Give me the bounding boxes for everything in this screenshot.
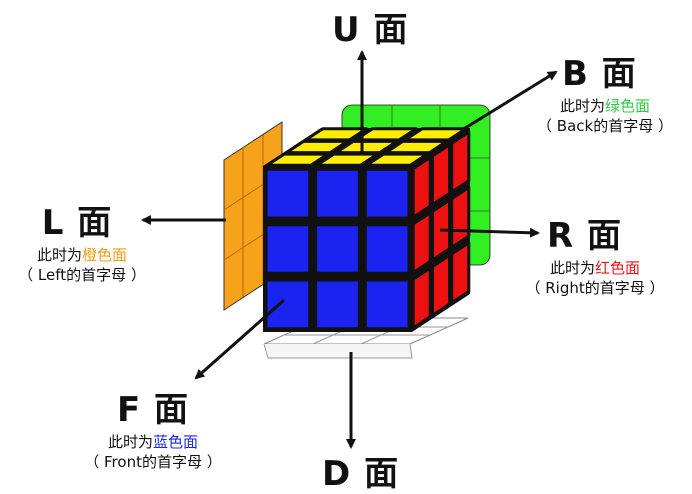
- label-b: B 面 此时为绿色面 （ Back的首字母 ）: [520, 56, 690, 136]
- right-sticker: [431, 253, 451, 317]
- b-face-word: 面: [601, 54, 637, 94]
- r-sub: （ Right的首字母 ）: [525, 279, 665, 297]
- f-prefix: 此时为: [107, 433, 153, 451]
- b-sub: （ Back的首字母 ）: [537, 117, 673, 135]
- arrow-front: [194, 298, 285, 380]
- d-letter: D: [322, 454, 352, 494]
- label-f: F 面 此时为蓝色面 （ Front的首字母 ）: [58, 392, 248, 472]
- d-face-word: 面: [364, 454, 400, 494]
- f-letter: F: [116, 390, 142, 430]
- arrow-back: [461, 70, 558, 132]
- label-d: D 面: [322, 456, 399, 492]
- front-sticker: [314, 278, 361, 331]
- r-letter: R: [547, 216, 575, 256]
- u-face-word: 面: [373, 10, 409, 50]
- f-face-word: 面: [154, 390, 190, 430]
- b-prefix: 此时为: [559, 97, 605, 115]
- front-sticker: [264, 223, 312, 275]
- label-r: R 面 此时为红色面 （ Right的首字母 ）: [505, 218, 685, 298]
- l-prefix: 此时为: [36, 246, 82, 264]
- label-l: L 面 此时为橙色面 （ Left的首字母 ）: [2, 205, 162, 285]
- front-sticker: [363, 167, 411, 220]
- r-color-name: 红色面: [595, 259, 641, 277]
- right-sticker: [411, 211, 432, 275]
- front-sticker: [314, 223, 361, 275]
- right-sticker: [431, 143, 451, 207]
- front-sticker: [264, 167, 312, 220]
- right-sticker: [411, 266, 432, 330]
- l-face-word: 面: [77, 203, 113, 243]
- l-color-name: 橙色面: [82, 246, 128, 264]
- l-sub: （ Left的首字母 ）: [18, 266, 146, 284]
- label-u: U 面: [332, 12, 408, 48]
- right-sticker: [450, 185, 471, 249]
- right-sticker: [450, 130, 471, 194]
- up-sticker: [304, 127, 368, 142]
- front-face-blue: [264, 167, 411, 331]
- l-letter: L: [41, 203, 65, 243]
- up-face-yellow: [265, 127, 468, 167]
- r-face-word: 面: [587, 216, 623, 256]
- front-sticker: [363, 278, 411, 331]
- arrow-right: [439, 227, 540, 238]
- front-sticker: [314, 167, 361, 220]
- f-sub: （ Front的首字母 ）: [84, 453, 222, 471]
- r-prefix: 此时为: [549, 259, 595, 277]
- front-sticker: [264, 278, 312, 331]
- up-sticker: [354, 127, 418, 142]
- right-sticker: [450, 241, 471, 305]
- rubiks-cube-diagram: [141, 50, 558, 449]
- b-color-name: 绿色面: [605, 97, 651, 115]
- front-sticker: [363, 223, 411, 275]
- b-letter: B: [562, 54, 589, 94]
- f-color-name: 蓝色面: [153, 433, 199, 451]
- u-letter: U: [332, 10, 361, 50]
- right-sticker: [411, 155, 432, 219]
